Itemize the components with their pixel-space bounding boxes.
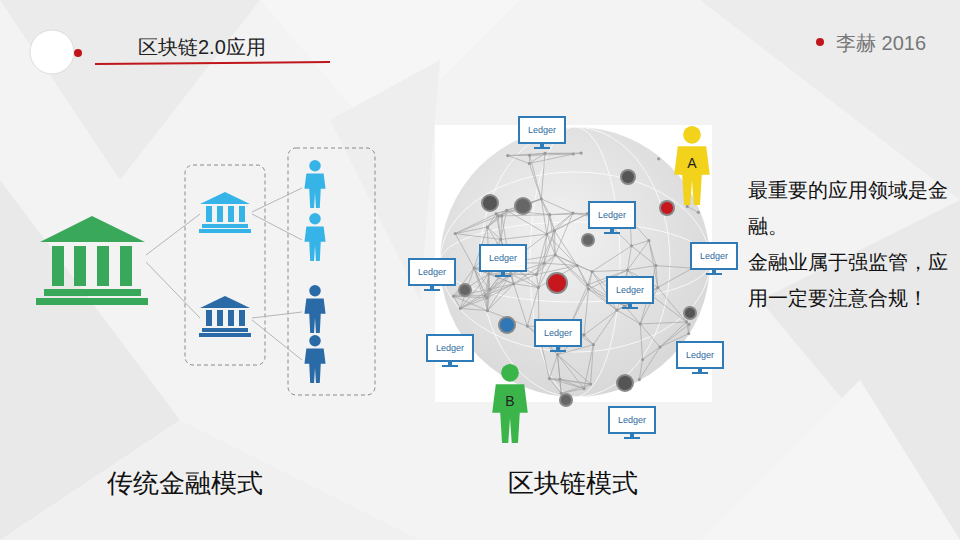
ledger-monitor: Ledger	[518, 116, 566, 144]
ledger-label: Ledger	[618, 415, 646, 425]
ledger-label: Ledger	[436, 343, 464, 353]
ledger-monitor: Ledger	[408, 258, 456, 286]
person-icon	[304, 335, 325, 383]
ledger-label: Ledger	[418, 267, 446, 277]
ledger-label: Ledger	[598, 210, 626, 220]
ledger-monitor: Ledger	[606, 276, 654, 304]
person-letter: B	[492, 393, 528, 409]
blockchain-globe-illustration	[435, 125, 712, 407]
person-icon	[304, 213, 325, 261]
ledger-label: Ledger	[700, 251, 728, 261]
slide-title: 区块链2.0应用	[138, 34, 266, 61]
caption-blockchain: 区块链模式	[508, 466, 638, 501]
note-text: 最重要的应用领域是金融。	[748, 172, 948, 244]
ledger-monitor: Ledger	[690, 242, 738, 270]
caption-traditional: 传统金融模式	[107, 466, 263, 501]
title-decoration	[30, 30, 824, 74]
ledger-label: Ledger	[528, 125, 556, 135]
ledger-monitor: Ledger	[479, 244, 527, 272]
ledger-label: Ledger	[686, 350, 714, 360]
ledger-label: Ledger	[489, 253, 517, 263]
person-icon	[304, 285, 325, 333]
note-text: 金融业属于强监管，应用一定要注意合规！	[748, 244, 948, 316]
person-figure: B	[492, 363, 528, 443]
ledger-monitor: Ledger	[534, 319, 582, 347]
ledger-label: Ledger	[616, 285, 644, 295]
person-letter: A	[674, 155, 710, 171]
person-figure: A	[674, 125, 710, 205]
ledger-monitor: Ledger	[588, 201, 636, 229]
person-icon	[304, 160, 325, 208]
ledger-monitor: Ledger	[608, 406, 656, 434]
ledger-label: Ledger	[544, 328, 572, 338]
ledger-monitor: Ledger	[426, 334, 474, 362]
ledger-monitor: Ledger	[676, 341, 724, 369]
author-year: 李赫 2016	[836, 30, 926, 57]
traditional-finance-illustration	[36, 148, 375, 395]
